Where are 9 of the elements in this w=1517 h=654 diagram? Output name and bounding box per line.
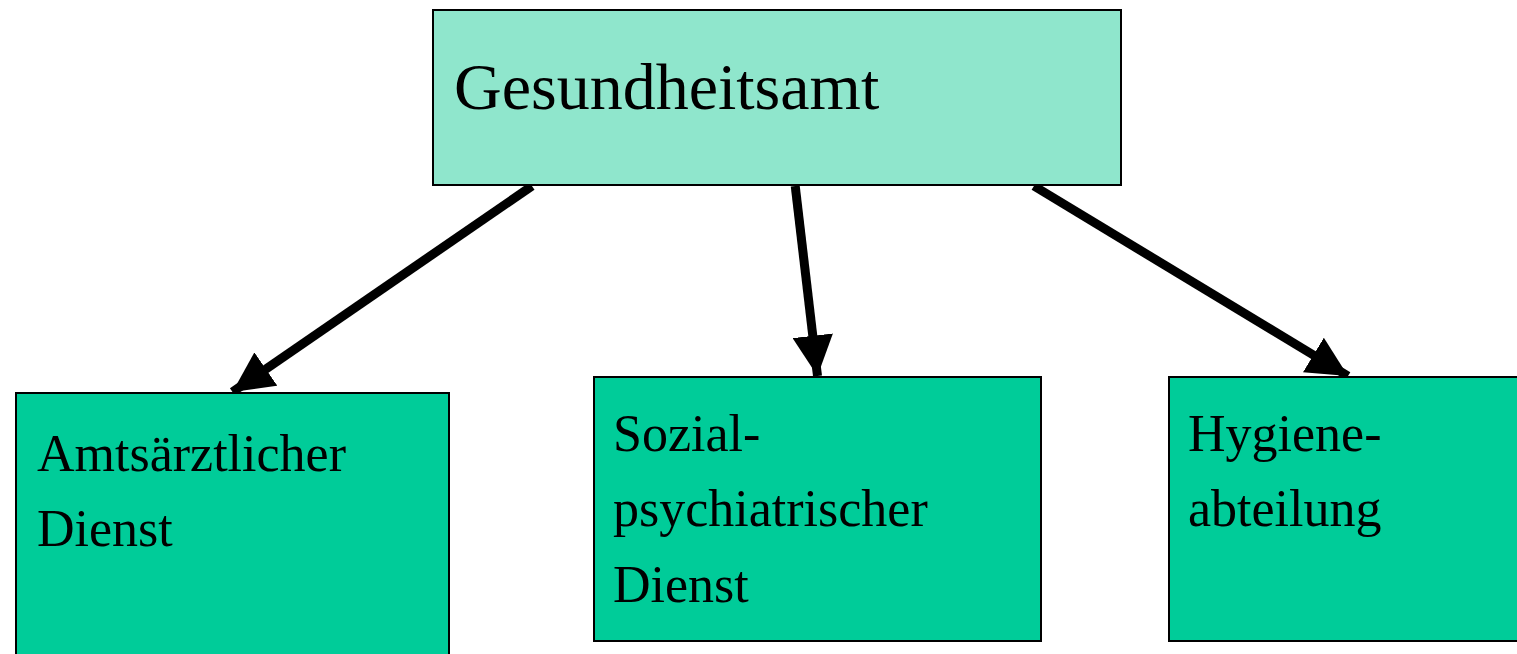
org-box (432, 9, 1122, 186)
box-label: Hygiene- abteilung (1188, 404, 1383, 540)
org-box (15, 392, 450, 654)
arrow (790, 185, 833, 377)
org-box (1168, 376, 1517, 642)
org-box (593, 376, 1042, 642)
box-label: Gesundheitsamt (454, 49, 881, 125)
box-label: Sozial- psychiatrischer Dienst (613, 404, 929, 615)
box-label: Amtsärztlicher Dienst (37, 424, 347, 560)
